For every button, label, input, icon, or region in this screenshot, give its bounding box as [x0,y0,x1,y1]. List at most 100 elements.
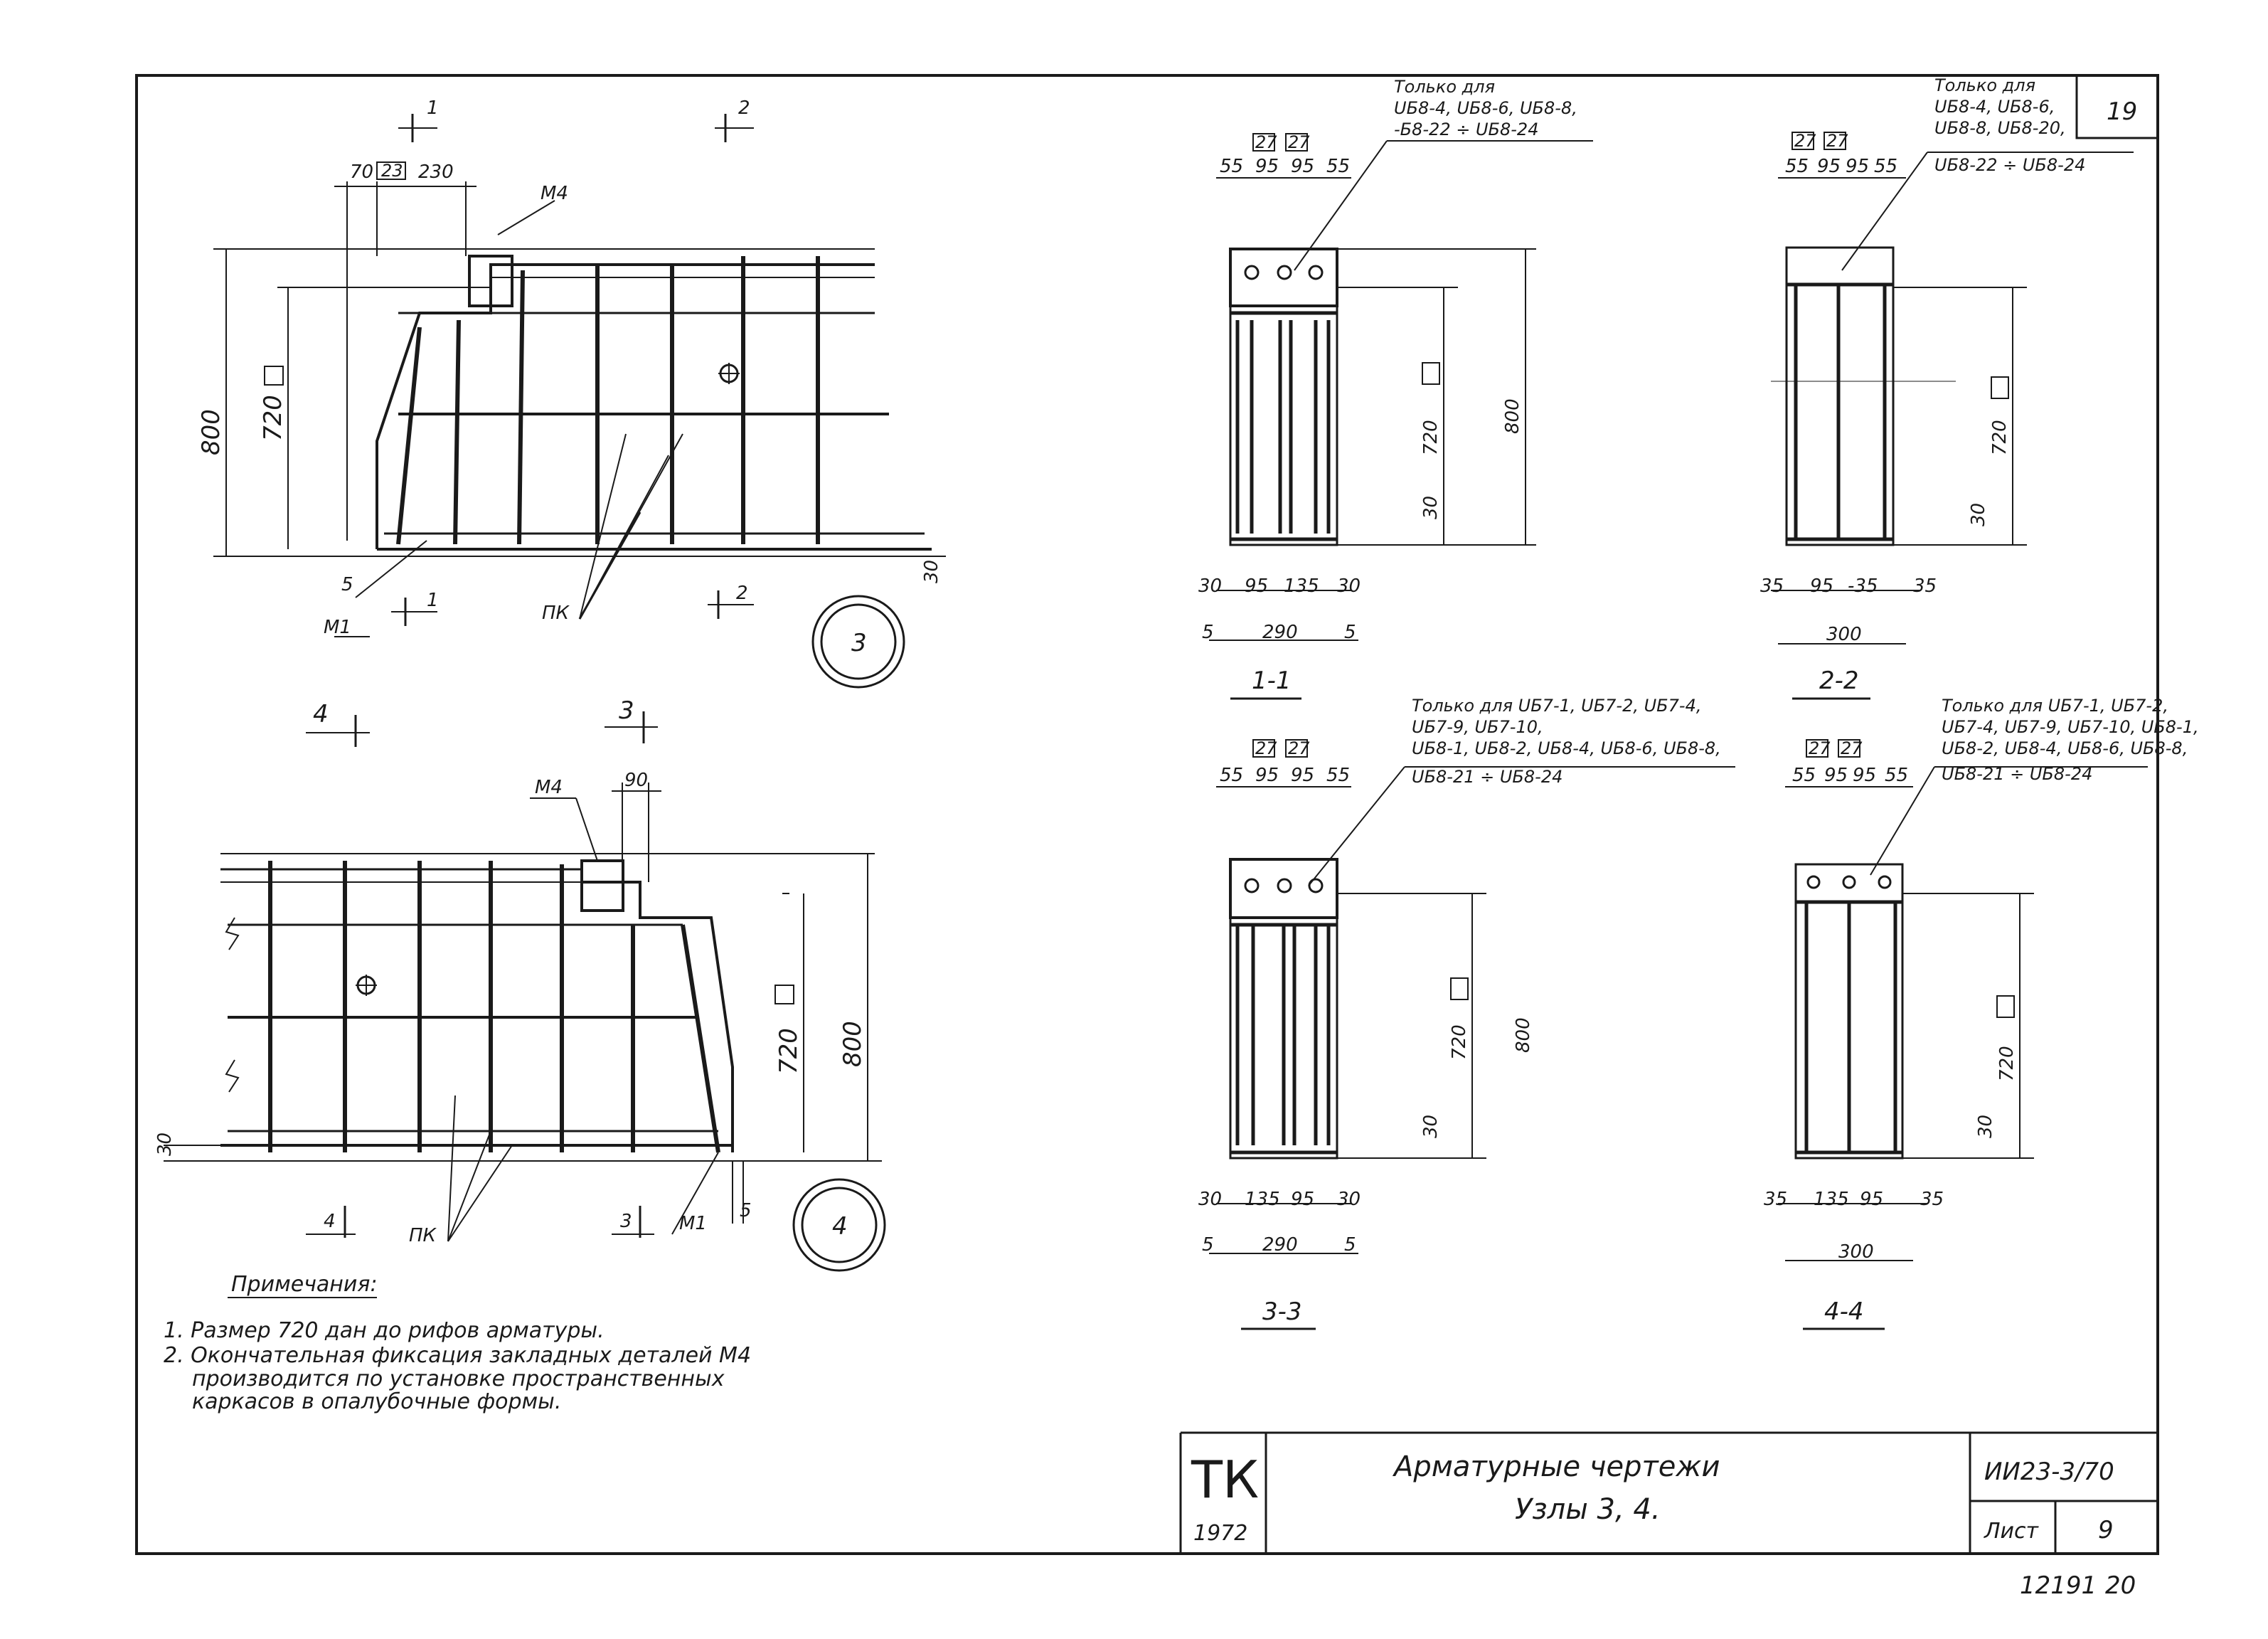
sec11-dim-bot-3: 30 [1337,575,1361,597]
notes-heading: Примечания: [231,1272,378,1297]
label-m1-b: М1 [679,1213,707,1234]
sec11-dim-tot-2: 5 [1344,622,1356,643]
sec11-dim-720: 720 [1420,420,1442,455]
sheet-number-box: 19 [2075,75,2158,139]
sec33-note-0: Только для UБ7-1, UБ7-2, UБ7-4, [1412,696,1701,716]
sec11-dim-tot-1: 290 [1262,622,1298,643]
sec33-dim-top-1: 95 [1255,765,1279,786]
sec11-dim-top-3: 55 [1326,156,1350,177]
sec44-dim-30: 30 [1975,1115,1996,1138]
sec33-tag-1: 27 [1288,738,1310,758]
sec11-dim-bot-1: 95 [1245,575,1268,597]
dim-tag: 23 [381,161,403,181]
section-1-1: Только для UБ8-4, UБ8-6, UБ8-8, -Б8-22 ÷… [1198,77,1593,700]
sec33-note-2: UБ8-1, UБ8-2, UБ8-4, UБ8-6, UБ8-8, [1412,738,1721,758]
node-4-number: 4 [832,1212,848,1241]
footer-left: 12191 [2020,1571,2097,1600]
notes-line-2: производится по установке пространственн… [192,1367,725,1391]
sec11-dim-top-2: 95 [1291,156,1314,177]
stamp-year: 1972 [1193,1521,1247,1546]
sec33-dim-top-2: 95 [1291,765,1314,786]
cut-mark-1-top: 1 [427,97,439,119]
sec33-dim-bot-0: 30 [1198,1189,1222,1210]
sec22-dim-720: 720 [1989,420,2011,455]
cage-outline [376,263,875,549]
sec44-dim-total: 300 [1838,1241,1874,1263]
dim-230: 230 [418,161,454,183]
sec33-dim-top-0: 55 [1220,765,1243,786]
footer-right: 20 [2105,1571,2136,1600]
sec22-note-3: UБ8-22 ÷ UБ8-24 [1934,155,2085,175]
stamp-code: ИИ23-3/70 [1984,1458,2114,1486]
gap-5-b: 5 [740,1200,752,1221]
cut-mark-2-top: 2 [738,97,750,119]
elevation-node-3: 800 720 [197,97,946,689]
sec44-dim-bot-1: 135 [1814,1189,1849,1210]
title-stamp: ТК 1972 Арматурные чертежи Узлы 3, 4. ИИ… [1179,1431,2158,1554]
label-pk: ПК [542,603,570,624]
sec22-label: 2-2 [1819,667,1859,695]
node-3-circle-outer [811,595,905,689]
dim-70: 70 [350,161,373,183]
sec11-dim-top-1: 95 [1255,156,1279,177]
cut-mark-4-bottom: 4 [324,1211,336,1232]
sec22-dim-bot-1: 95 [1810,575,1833,597]
sheet-frame [135,74,2159,1555]
sec44-note-1: UБ7-4, UБ7-9, UБ7-10, UБ8-1, [1942,717,2199,737]
sec44-dim-top-3: 55 [1885,765,1908,786]
sec44-tag-1: 27 [1841,738,1863,758]
sec11-tag-0: 27 [1255,132,1277,152]
sec11-dim-bot-0: 30 [1198,575,1222,597]
sec22-dim-bot-0: 35 [1760,575,1784,597]
sec44-dim-top-1: 95 [1824,765,1848,786]
stamp-title-1: Арматурные чертежи [1392,1450,1720,1483]
sec33-dim-tot-2: 5 [1344,1234,1356,1256]
sec11-note-2: -Б8-22 ÷ UБ8-24 [1394,120,1538,139]
label-m4-b: М4 [535,777,563,798]
sec11-dim-bot-2: 135 [1284,575,1319,597]
embedded-part-m4-b [580,859,624,912]
label-pk-b: ПК [409,1225,437,1246]
sec11-tag-1: 27 [1288,132,1310,152]
dim-720-b: 720 [774,1028,803,1074]
sec22-dim-top-2: 95 [1846,156,1869,177]
notes-line-3: каркасов в опалубочные формы. [192,1389,561,1414]
sec44-dim-top-0: 55 [1792,765,1816,786]
sec44-tag-0: 27 [1809,738,1831,758]
gap-30: 30 [921,560,942,583]
sec33-dim-tot-1: 290 [1262,1234,1298,1256]
sec11-label: 1-1 [1252,667,1292,695]
notes-line-1: 2. Окончательная фиксация закладных дета… [164,1343,751,1368]
label-m4: М4 [541,183,568,204]
cut-mark-4-top: 4 [313,700,329,728]
node-4-circle-inner [801,1187,878,1263]
cut-mark-3-top: 3 [619,696,634,725]
sec44-note-0: Только для UБ7-1, UБ7-2, [1942,696,2168,716]
cut-mark-1-bottom: 1 [427,590,439,611]
sec44-dim-bot-0: 35 [1764,1189,1787,1210]
sec33-dim-bot-2: 95 [1291,1189,1314,1210]
gap-30-left: 30 [154,1133,176,1156]
node-4-circle-outer [792,1178,886,1272]
sec22-tag-0: 27 [1794,131,1816,151]
dim-720: 720 [259,395,287,441]
stamp-tk: ТК [1191,1450,1259,1510]
sec44-dim-top-2: 95 [1853,765,1876,786]
sec33-note-3: UБ8-21 ÷ UБ8-24 [1412,767,1562,787]
cut-mark-2-bottom: 2 [736,583,748,604]
sec33-label: 3-3 [1262,1298,1302,1326]
sec33-dim-bot-1: 135 [1245,1189,1280,1210]
cage-outline-b [583,881,734,1152]
stamp-list-number: 9 [2098,1516,2114,1544]
dim-800: 800 [197,409,225,455]
cut-mark-3-bottom: 3 [620,1211,632,1232]
gap-5: 5 [341,574,353,595]
sec33-dim-tot-0: 5 [1202,1234,1214,1256]
sec33-dim-bot-3: 30 [1337,1189,1361,1210]
sec44-label: 4-4 [1824,1298,1864,1326]
sec11-dim-30: 30 [1420,496,1442,519]
sec22-dim-bot-2: -35 [1848,575,1878,597]
sec22-note-0: Только для [1934,75,2035,95]
sec44-note-2: UБ8-2, UБ8-4, UБ8-6, UБ8-8, [1942,738,2188,758]
